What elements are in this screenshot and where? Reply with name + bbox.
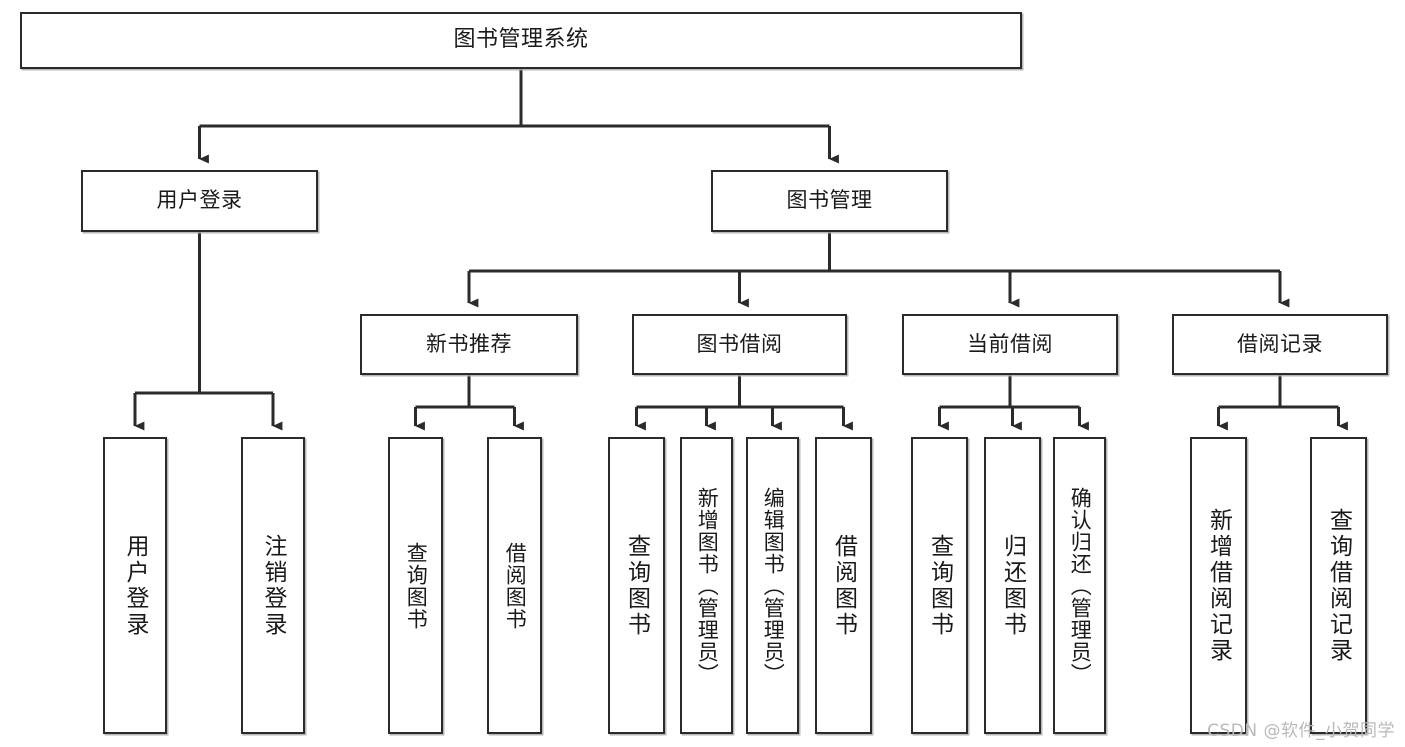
- node-leaf-user-login[interactable]: 用户登录: [103, 437, 167, 734]
- node-leaf-re-add[interactable]: 新增借阅记录: [1190, 437, 1247, 734]
- node-root[interactable]: 图书管理系统: [20, 12, 1022, 69]
- node-label: 新增借阅记录: [1205, 507, 1232, 664]
- node-leaf-re-query[interactable]: 查询借阅记录: [1310, 437, 1367, 734]
- node-label: 查询图书: [926, 533, 953, 638]
- node-leaf-bo-add[interactable]: 新增图书（管理员）: [680, 437, 733, 734]
- node-label: 图书借阅: [696, 331, 783, 356]
- node-label: 编辑图书（管理员）: [761, 486, 786, 685]
- node-newbook[interactable]: 新书推荐: [360, 314, 578, 375]
- node-borrow[interactable]: 图书借阅: [632, 314, 847, 375]
- node-current[interactable]: 当前借阅: [902, 314, 1118, 375]
- node-label: 借阅记录: [1237, 331, 1323, 356]
- node-leaf-cu-return[interactable]: 归还图书: [984, 437, 1041, 734]
- node-label: 新书推荐: [426, 331, 512, 356]
- node-label: 借阅图书: [830, 533, 857, 638]
- node-leaf-cu-confirm[interactable]: 确认归还（管理员）: [1053, 437, 1106, 734]
- node-label: 查询借阅记录: [1325, 507, 1352, 664]
- node-label: 归还图书: [999, 533, 1026, 638]
- node-bookmgmt[interactable]: 图书管理: [711, 170, 948, 232]
- node-leaf-bo-query[interactable]: 查询图书: [608, 437, 665, 734]
- node-label: 注销登录: [260, 533, 287, 638]
- node-label: 新增图书（管理员）: [695, 486, 720, 685]
- node-label: 查询图书: [623, 533, 650, 638]
- node-login[interactable]: 用户登录: [81, 170, 318, 232]
- node-label: 图书管理系统: [453, 27, 589, 53]
- node-records[interactable]: 借阅记录: [1172, 314, 1388, 375]
- node-label: 用户登录: [156, 188, 243, 213]
- node-leaf-bo-borrow[interactable]: 借阅图书: [815, 437, 872, 734]
- node-leaf-bo-edit[interactable]: 编辑图书（管理员）: [746, 437, 799, 734]
- node-label: 查询图书: [404, 541, 429, 630]
- node-label: 当前借阅: [967, 331, 1053, 356]
- node-leaf-cu-query[interactable]: 查询图书: [911, 437, 968, 734]
- node-label: 借阅图书: [503, 541, 528, 630]
- node-label: 图书管理: [786, 188, 873, 213]
- node-leaf-nb-borrow[interactable]: 借阅图书: [487, 437, 542, 734]
- node-label: 确认归还（管理员）: [1068, 486, 1093, 685]
- node-leaf-user-logout[interactable]: 注销登录: [241, 437, 305, 734]
- node-leaf-nb-query[interactable]: 查询图书: [388, 437, 443, 734]
- node-label: 用户登录: [122, 533, 149, 638]
